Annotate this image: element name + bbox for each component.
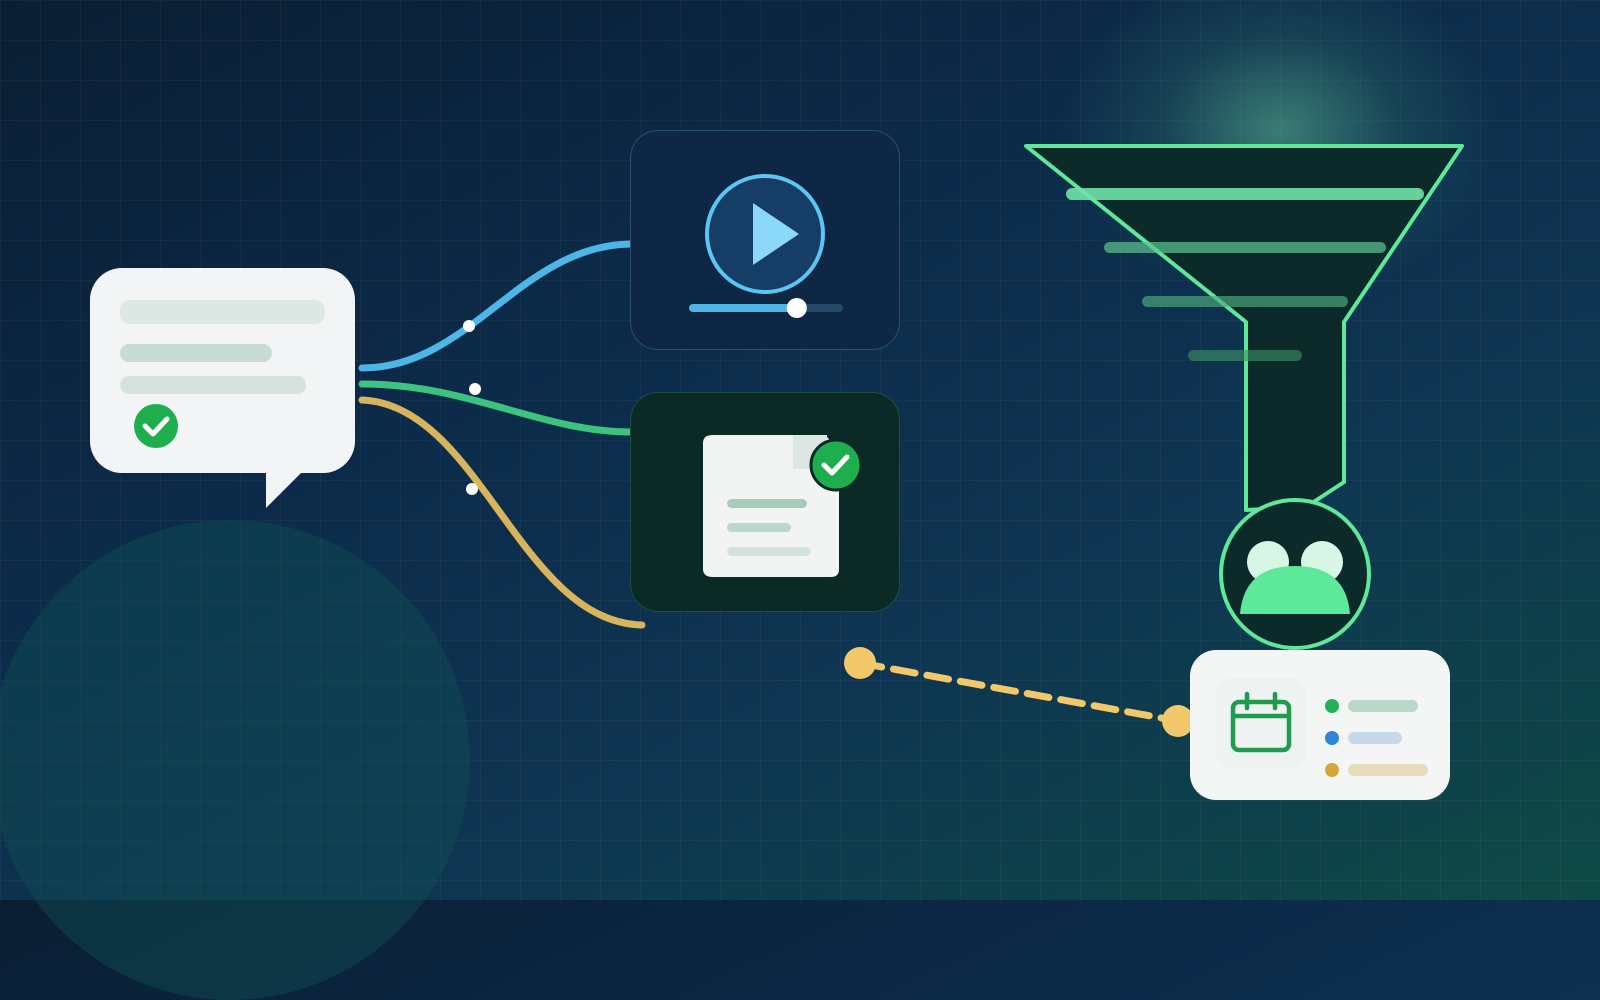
check-icon	[809, 438, 863, 492]
play-icon	[689, 174, 843, 318]
blue-connector	[358, 240, 634, 372]
dashed-connector	[856, 659, 1182, 725]
connector-dot	[469, 383, 481, 395]
check-icon	[134, 404, 178, 448]
chat-bubble-tail	[266, 472, 302, 508]
connector-lines	[358, 240, 1194, 737]
dashed-end-dot	[1162, 705, 1194, 737]
connector-dot	[463, 320, 475, 332]
users-icon	[1219, 498, 1371, 650]
connector-dot	[466, 483, 478, 495]
video-progress-knob	[786, 298, 807, 318]
green-connector	[358, 380, 636, 436]
chat-bubble-icon	[90, 268, 355, 473]
document-icon	[703, 435, 863, 577]
legend-dot	[1325, 731, 1339, 745]
video-progress-fill	[689, 304, 797, 312]
dashed-start-dot	[844, 647, 876, 679]
video-card	[630, 130, 900, 350]
legend-dot	[1325, 699, 1339, 713]
calendar-tile	[1216, 678, 1306, 768]
chat-line	[120, 344, 272, 362]
funnel-icon	[1024, 144, 1464, 650]
chat-line	[120, 376, 306, 394]
gold-connector	[358, 396, 646, 629]
schedule-legend	[1325, 699, 1428, 777]
schedule-card	[1190, 650, 1450, 800]
calendar-icon	[1230, 691, 1292, 753]
chat-line	[120, 300, 325, 324]
legend-dot	[1325, 763, 1339, 777]
document-card	[630, 392, 900, 612]
